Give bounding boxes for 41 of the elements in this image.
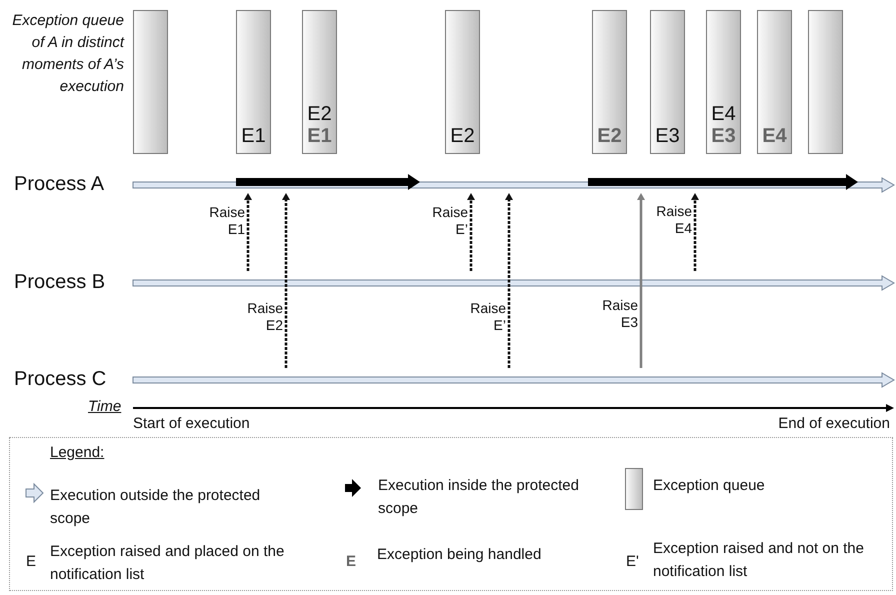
handled-exception-label: E3: [710, 125, 737, 147]
exception-label: E2: [306, 103, 333, 125]
legend-heading: Legend:: [50, 444, 104, 461]
arrow: [505, 193, 513, 368]
legend-text: Exception being handled: [377, 545, 542, 565]
exception-queue: [706, 10, 741, 154]
handled-exception-label: E2: [596, 125, 623, 147]
arrow: [244, 193, 252, 271]
handled-exception-label: E4: [761, 125, 788, 147]
empty-exception-queue: [808, 10, 843, 154]
arrow: [467, 193, 475, 271]
legend-sample: E': [626, 553, 639, 570]
exception-queue: [236, 10, 271, 154]
empty-exception-queue: [133, 10, 168, 154]
exception-queue: [650, 10, 685, 154]
axis-label: Start of execution: [133, 415, 250, 432]
legend-text: Exception raised and placed on the notification list: [50, 542, 286, 585]
legend-text: Exception queue: [653, 476, 766, 496]
process-label: Process C: [14, 367, 106, 391]
exception-queue: [445, 10, 480, 154]
handled-exception-label: E1: [306, 125, 333, 147]
legend-sample: E: [26, 553, 36, 570]
exception-queue: [592, 10, 627, 154]
arrow: [637, 193, 645, 368]
arrow: [691, 193, 699, 271]
axis-label: End of execution: [778, 415, 890, 432]
legend-text: Execution outside the protected scope: [50, 486, 262, 529]
legend-text: Exception raised and not on the notification list: [653, 539, 865, 582]
process-label: Process A: [14, 172, 104, 196]
arrow: [282, 193, 290, 368]
legend-text: Execution inside the protected scope: [378, 476, 580, 519]
exception-queue: [757, 10, 792, 154]
exception-queue: [302, 10, 337, 154]
exception-label: E2: [449, 125, 476, 147]
axis-title: Time: [88, 398, 122, 415]
exception-label: E3: [654, 125, 681, 147]
exception-label: E4: [710, 103, 737, 125]
process-label: Process B: [14, 270, 106, 294]
legend-sample: E: [346, 553, 356, 570]
exception-label: E1: [240, 125, 267, 147]
row-heading: Exception queue of A in distinct moments of A’s execution: [11, 11, 124, 97]
